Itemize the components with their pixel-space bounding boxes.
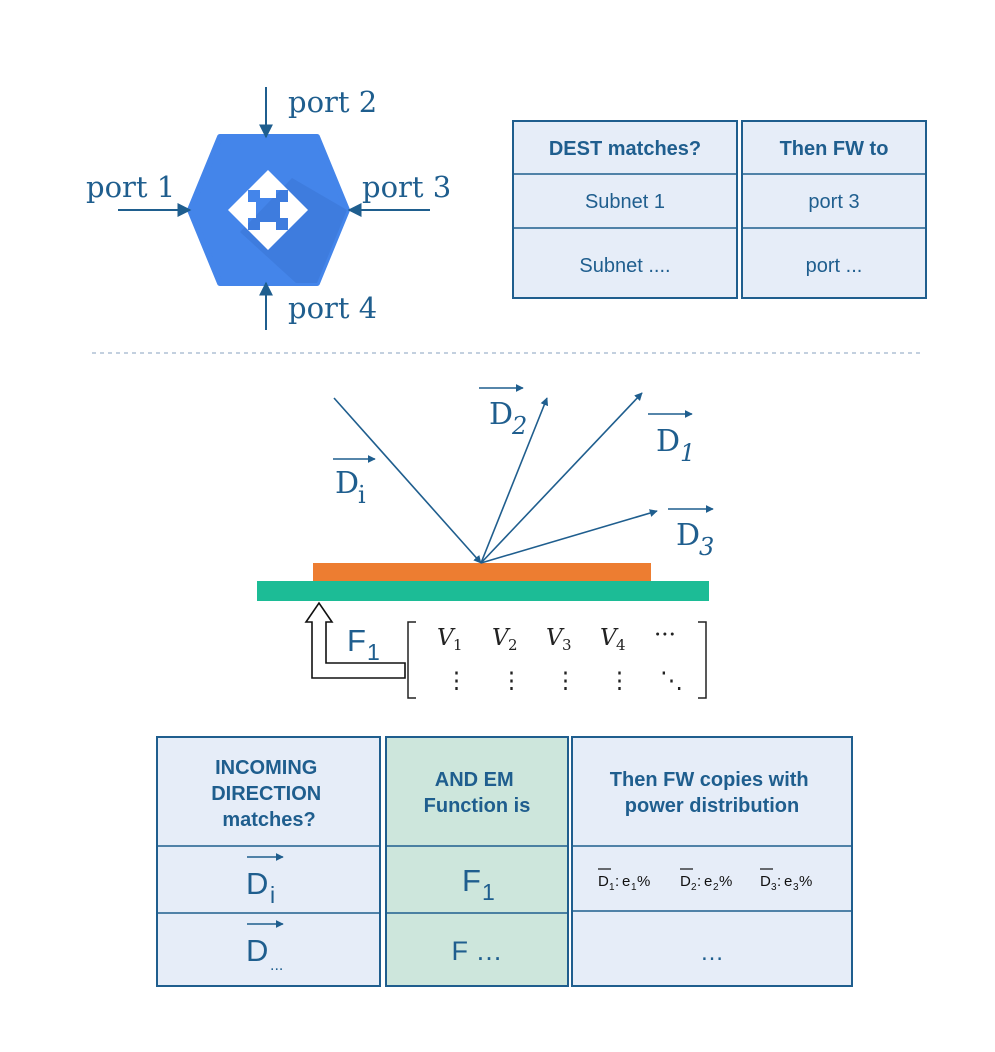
svg-text:...: ... <box>270 957 283 974</box>
metasurface-layer <box>313 563 651 581</box>
routing-header-dest: DEST matches? <box>549 138 701 160</box>
svg-text:D: D <box>680 873 691 890</box>
port-2-label: port 2 <box>288 85 377 119</box>
metasurface <box>257 563 709 601</box>
em-cell-direction-dots: D ... <box>246 920 284 974</box>
svg-text:e: e <box>704 873 712 890</box>
em-cell-distribution: D 1 : e 1 % D 2 : e 2 % D 3 : e <box>598 868 812 893</box>
em-cell-direction-di: D i <box>246 853 284 908</box>
svg-text:e: e <box>784 873 792 890</box>
svg-text:D: D <box>335 466 359 501</box>
router <box>187 134 350 286</box>
svg-text:D: D <box>656 424 680 459</box>
function-hollow-arrow-icon <box>304 601 406 679</box>
vector-label-d3: D 3 <box>668 505 714 561</box>
em-header-distribution: Then FW copies with power distribution <box>610 769 814 817</box>
svg-text:1: 1 <box>453 636 463 654</box>
svg-text:1: 1 <box>482 879 495 905</box>
svg-text:2: 2 <box>511 412 527 440</box>
em-cell-function-f1: F 1 <box>462 863 495 905</box>
svg-text:2: 2 <box>508 636 518 654</box>
router-shadow <box>240 178 347 283</box>
router-arrows-icon <box>228 170 308 250</box>
reflected-ray-3 <box>480 509 658 564</box>
vector-label-di: D i <box>333 455 376 509</box>
svg-text::: : <box>697 873 701 890</box>
substrate-layer <box>257 581 709 601</box>
port-3-label: port 3 <box>362 170 451 204</box>
svg-text:1: 1 <box>631 882 637 893</box>
routing-header-fw: Then FW to <box>780 138 889 160</box>
svg-text:V: V <box>546 625 565 651</box>
svg-text:i: i <box>358 481 366 509</box>
svg-text:F: F <box>347 623 366 658</box>
svg-text:3: 3 <box>562 636 572 654</box>
svg-text:V: V <box>492 625 511 651</box>
em-header-function: AND EM Function is <box>424 769 531 817</box>
em-header-incoming: INCOMING DIRECTION matches? <box>211 757 327 831</box>
svg-text::: : <box>777 873 781 890</box>
svg-text:4: 4 <box>616 636 626 654</box>
svg-text:D: D <box>598 873 609 890</box>
svg-text:···: ··· <box>654 622 676 648</box>
routing-cell: Subnet 1 <box>585 191 665 213</box>
svg-text:⋮: ⋮ <box>554 668 577 694</box>
svg-text:3: 3 <box>699 533 714 561</box>
port-1-label: port 1 <box>86 170 175 204</box>
svg-text:%: % <box>637 873 650 890</box>
svg-text:3: 3 <box>793 882 799 893</box>
vector-label-d1: D 1 <box>648 410 695 467</box>
distribution-item: D 3 : e 3 % <box>760 868 812 893</box>
svg-text:1: 1 <box>609 882 615 893</box>
em-cell-distribution-dots: … <box>700 939 724 966</box>
reflected-ray-2 <box>480 397 549 564</box>
svg-text:D: D <box>676 518 700 553</box>
incident-ray <box>333 397 482 564</box>
svg-text:D: D <box>760 873 771 890</box>
routing-cell: port ... <box>806 255 863 277</box>
svg-text:1: 1 <box>367 639 380 665</box>
svg-text:⋱: ⋱ <box>660 668 683 694</box>
reflected-ray-1 <box>480 392 643 564</box>
svg-text:e: e <box>622 873 630 890</box>
svg-text:V: V <box>437 625 456 651</box>
config-matrix: V 1 V 2 V 3 V 4 ··· ⋮ ⋮ ⋮ ⋮ ⋱ <box>407 621 707 699</box>
svg-text:2: 2 <box>691 882 697 893</box>
svg-text:i: i <box>270 882 275 908</box>
svg-text:%: % <box>799 873 812 890</box>
svg-text:2: 2 <box>713 882 719 893</box>
svg-text:3: 3 <box>771 882 777 893</box>
svg-text:D: D <box>246 866 268 901</box>
routing-cell: Subnet .... <box>579 255 670 277</box>
svg-text:D: D <box>246 933 268 968</box>
svg-text:⋮: ⋮ <box>608 668 631 694</box>
svg-text:F: F <box>462 863 481 898</box>
svg-text::: : <box>615 873 619 890</box>
em-cell-function-dots: F … <box>452 936 503 966</box>
svg-text:⋮: ⋮ <box>500 668 523 694</box>
vector-label-d2: D 2 <box>479 384 527 440</box>
distribution-item: D 2 : e 2 % <box>680 868 732 893</box>
distribution-item: D 1 : e 1 % <box>598 868 650 893</box>
svg-text:D: D <box>489 397 513 432</box>
svg-text:%: % <box>719 873 732 890</box>
routing-cell: port 3 <box>808 191 859 213</box>
em-table: INCOMING DIRECTION matches? AND EM Funct… <box>156 736 853 987</box>
svg-text:1: 1 <box>680 439 695 467</box>
routing-table: DEST matches? Then FW to Subnet 1 port 3… <box>512 120 927 299</box>
svg-text:⋮: ⋮ <box>445 668 468 694</box>
port-4-label: port 4 <box>288 291 377 325</box>
function-label-f1: F 1 <box>347 623 380 665</box>
svg-text:V: V <box>600 625 619 651</box>
